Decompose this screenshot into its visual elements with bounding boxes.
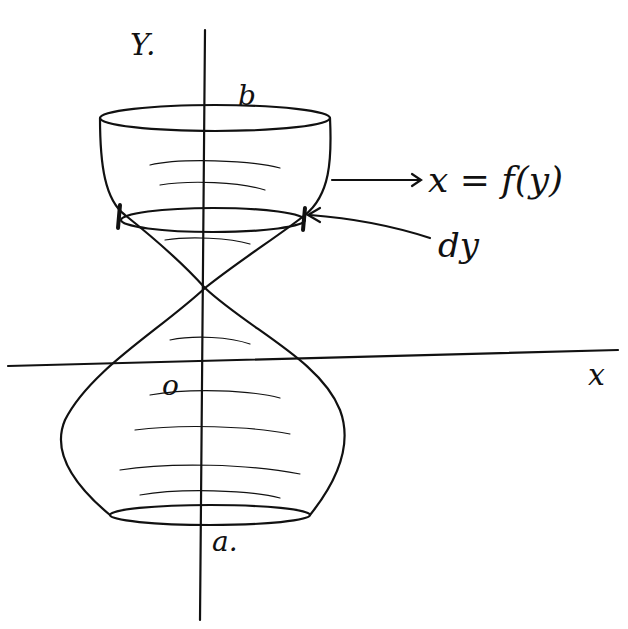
top-rim [100,105,330,131]
axis-label: x [588,360,605,390]
axis-label: Y. [130,30,155,60]
leader-line [310,215,430,238]
disc-edge [118,205,120,228]
y-axis [200,30,205,620]
arrowhead [412,174,421,186]
upper-right-curve [205,118,331,288]
function-label: x = f(y) [428,162,563,198]
shading [120,161,300,498]
lower-right-curve [205,288,345,515]
disc-slice [121,208,305,232]
upper-left-curve [100,118,205,288]
leader-line [332,179,420,181]
bottom-rim [110,505,310,525]
disc-edge [303,208,305,230]
bound-label: b [238,82,256,110]
lower-left-curve [61,288,205,515]
origin-label: o [162,372,179,400]
differential-label: dy [438,228,479,262]
bound-label: a. [212,528,238,556]
arrowhead [308,208,320,222]
x-axis [8,350,618,366]
